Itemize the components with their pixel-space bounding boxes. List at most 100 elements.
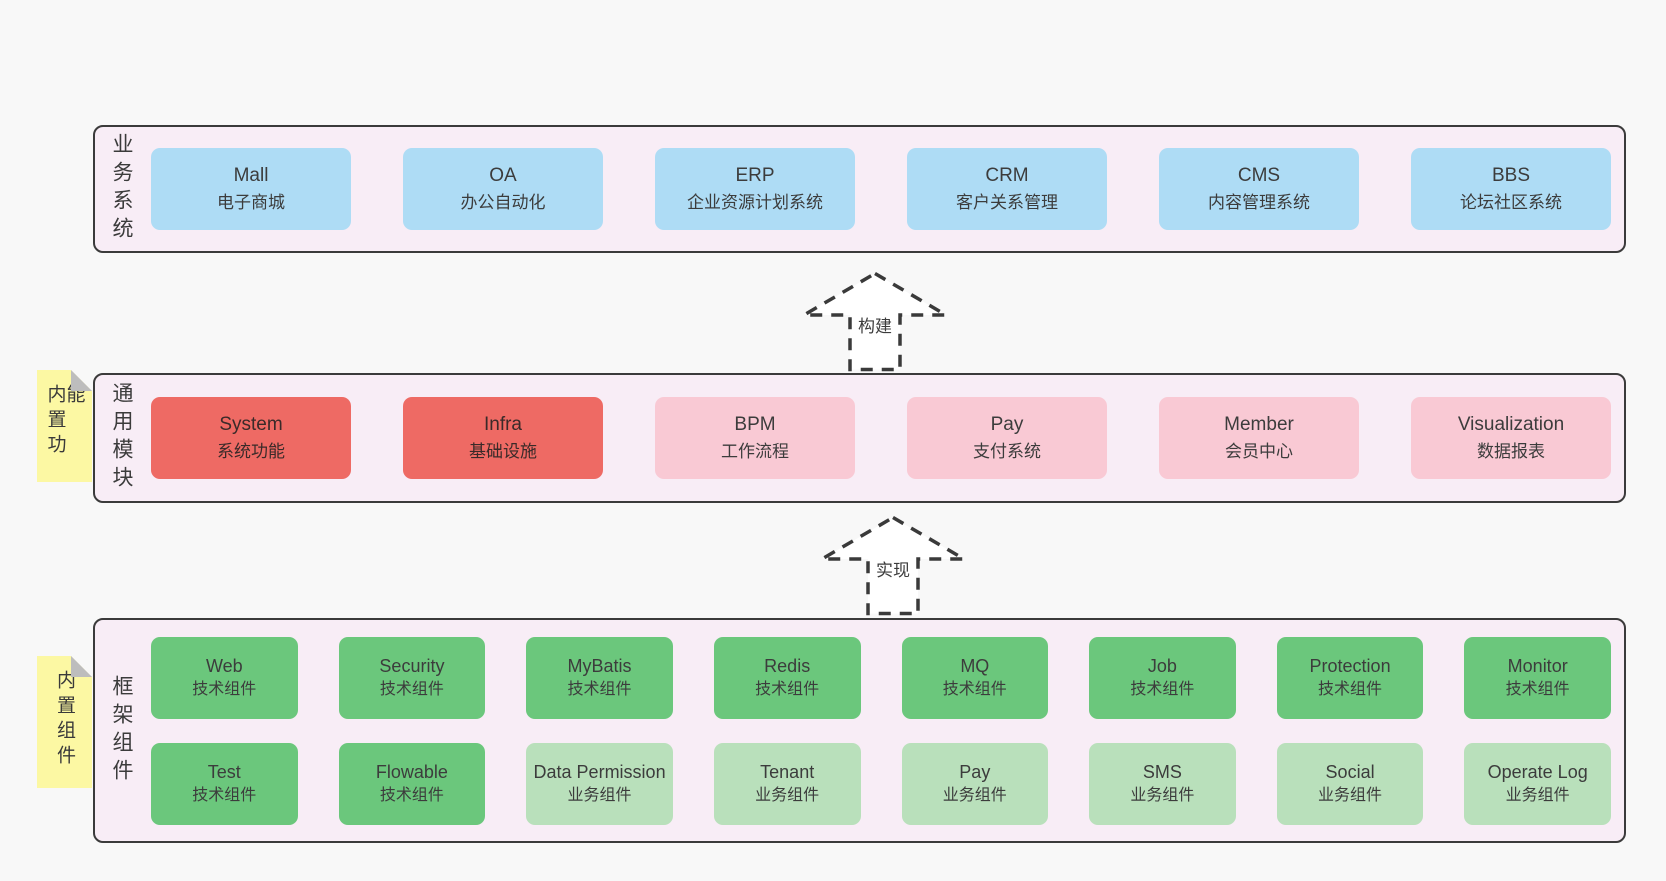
band-label-business-systems: 业务系统 [110,133,133,245]
box-web: Web 技术组件 [151,636,298,719]
box-flowable: Flowable 技术组件 [338,742,486,825]
box-mq: MQ 技术组件 [901,636,1049,719]
box-social: Social 业务组件 [1276,742,1424,825]
box-subtitle: 业务组件 [755,786,820,804]
box-subtitle: 技术组件 [567,680,632,698]
band-label-common-modules: 通用模块 [110,382,133,494]
box-title: CMS [1237,165,1281,186]
box-title: SMS [1142,761,1182,782]
box-title: Operate Log [1487,761,1588,782]
band-business-systems: 业务系统 Mall 电子商城 OA 办公自动化 ERP 企业资源计划系统 CRM… [93,125,1626,253]
box-title: Security [379,655,445,676]
arrow-implement: 实现 [818,515,968,616]
box-subtitle: 技术组件 [379,680,444,698]
box-title: MyBatis [567,655,632,676]
box-subtitle: 技术组件 [192,680,257,698]
box-subtitle: 电子商城 [217,193,285,212]
common-module-boxes: System 系统功能 Infra 基础设施 BPM 工作流程 Pay 支付系统… [151,397,1624,479]
folded-corner-icon [71,370,92,391]
box-title: BBS [1491,165,1531,186]
box-title: Infra [483,414,523,435]
box-title: Visualization [1457,414,1565,435]
box-title: Job [1147,655,1177,676]
box-subtitle: 企业资源计划系统 [687,193,823,212]
box-title: Mall [233,165,269,186]
business-system-boxes: Mall 电子商城 OA 办公自动化 ERP 企业资源计划系统 CRM 客户关系… [151,148,1624,230]
box-subtitle: 技术组件 [942,680,1007,698]
box-visualization: Visualization 数据报表 [1411,397,1611,479]
arrow-build: 构建 [800,271,950,372]
band-framework-components: 框架组件 Web 技术组件 Security 技术组件 MyBatis 技术组件… [93,618,1626,843]
box-title: System [219,414,283,435]
box-subtitle: 技术组件 [755,680,820,698]
box-subtitle: 业务组件 [1318,786,1383,804]
box-crm: CRM 客户关系管理 [907,148,1107,230]
sticky-note-builtin-features: 内置功能 [37,370,92,482]
box-subtitle: 技术组件 [1318,680,1383,698]
box-tenant: Tenant 业务组件 [713,742,861,825]
box-job: Job 技术组件 [1089,636,1236,719]
box-title: Tenant [760,761,815,782]
box-title: ERP [735,165,775,186]
box-subtitle: 技术组件 [1130,680,1195,698]
box-title: Member [1224,414,1294,435]
box-title: Redis [764,655,811,676]
folded-corner-icon [71,656,92,677]
box-subtitle: 系统功能 [217,442,285,461]
box-pay-system: Pay 支付系统 [907,397,1107,479]
box-subtitle: 业务组件 [1130,786,1195,804]
band-common-modules: 通用模块 System 系统功能 Infra 基础设施 BPM 工作流程 Pay… [93,373,1626,503]
box-subtitle: 工作流程 [721,442,789,461]
box-subtitle: 办公自动化 [460,193,546,212]
box-subtitle: 数据报表 [1477,442,1545,461]
box-subtitle: 基础设施 [469,442,537,461]
framework-component-rows: Web 技术组件 Security 技术组件 MyBatis 技术组件 Redi… [151,636,1624,825]
box-subtitle: 支付系统 [973,442,1041,461]
box-subtitle: 技术组件 [379,786,444,804]
box-subtitle: 技术组件 [192,786,257,804]
box-test: Test 技术组件 [151,742,298,825]
box-title: Monitor [1507,655,1568,676]
box-title: Pay [959,761,991,782]
box-subtitle: 论坛社区系统 [1460,193,1562,212]
box-cms: CMS 内容管理系统 [1159,148,1359,230]
box-title: OA [489,165,517,186]
arrow-build-label: 构建 [855,311,895,338]
box-subtitle: 客户关系管理 [956,193,1058,212]
box-subtitle: 会员中心 [1225,442,1293,461]
box-subtitle: 业务组件 [567,786,632,804]
box-mybatis: MyBatis 技术组件 [526,636,673,719]
box-title: Pay [990,414,1024,435]
sticky-note-builtin-components: 内置组件 [37,656,92,788]
box-title: Data Permission [533,761,666,782]
arrow-implement-label: 实现 [873,555,913,582]
box-title: Protection [1309,655,1391,676]
box-monitor: Monitor 技术组件 [1464,636,1611,719]
box-pay-component: Pay 业务组件 [901,742,1049,825]
box-erp: ERP 企业资源计划系统 [655,148,855,230]
box-bbs: BBS 论坛社区系统 [1411,148,1611,230]
box-operate-log: Operate Log 业务组件 [1464,742,1611,825]
box-title: CRM [985,165,1029,186]
box-title: Social [1325,761,1375,782]
box-data-permission: Data Permission 业务组件 [526,742,673,825]
box-title: Test [207,761,241,782]
box-mall: Mall 电子商城 [151,148,351,230]
box-bpm: BPM 工作流程 [655,397,855,479]
framework-row-2: Test 技术组件 Flowable 技术组件 Data Permission … [151,742,1611,825]
box-security: Security 技术组件 [338,636,486,719]
band-label-framework-components: 框架组件 [110,674,133,787]
box-member: Member 会员中心 [1159,397,1359,479]
box-title: BPM [734,414,776,435]
box-title: Web [205,655,243,676]
box-system: System 系统功能 [151,397,351,479]
box-subtitle: 技术组件 [1505,680,1570,698]
box-title: Flowable [375,761,448,782]
box-oa: OA 办公自动化 [403,148,603,230]
box-protection: Protection 技术组件 [1276,636,1424,719]
box-title: MQ [960,655,990,676]
box-infra: Infra 基础设施 [403,397,603,479]
framework-row-1: Web 技术组件 Security 技术组件 MyBatis 技术组件 Redi… [151,636,1611,719]
box-subtitle: 业务组件 [1505,786,1570,804]
box-redis: Redis 技术组件 [713,636,861,719]
